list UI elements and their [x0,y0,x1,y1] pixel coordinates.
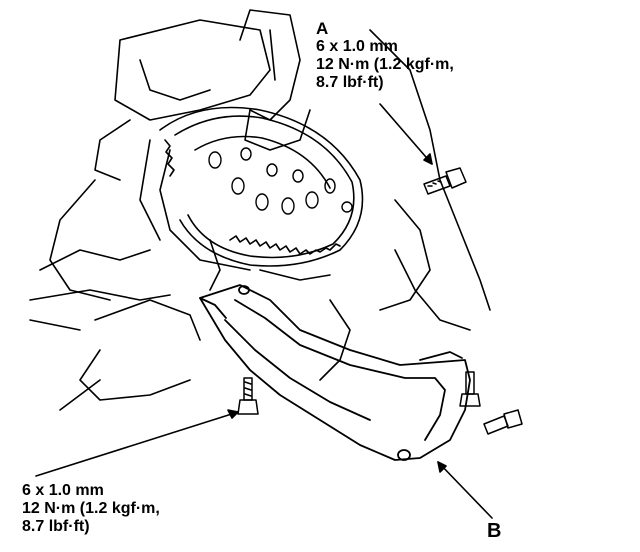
callout-a-letter: A [316,19,329,38]
leader-lower-left [35,409,239,477]
callout-lower-left-torque-2: 8.7 lbf·ft) [22,518,90,535]
callout-a: A 6 x 1.0 mm 12 N·m (1.2 kgf·m, 8.7 lbf·… [316,20,454,92]
drive-plate-holes [208,147,353,215]
bolt-lower-left [237,377,259,415]
callout-b-letter: B [487,520,502,542]
bolt-right-2 [483,409,523,435]
callout-a-torque-1: 12 N·m (1.2 kgf·m, [316,56,454,73]
callout-a-torque-2: 8.7 lbf·ft) [316,74,384,91]
leader-a [379,103,433,165]
drive-plate [159,106,364,267]
crank-pulley [239,9,311,151]
callout-lower-left: 6 x 1.0 mm 12 N·m (1.2 kgf·m, 8.7 lbf·ft… [22,482,160,536]
callout-lower-left-torque-1: 12 N·m (1.2 kgf·m, [22,500,160,517]
bolt-right-1 [459,371,481,407]
callout-lower-left-size: 6 x 1.0 mm [22,482,104,499]
leader-b [437,461,493,519]
bolt-a [423,167,467,195]
callout-a-size: 6 x 1.0 mm [316,38,398,55]
engine-block-outline [29,19,491,411]
cover-b [199,284,471,461]
